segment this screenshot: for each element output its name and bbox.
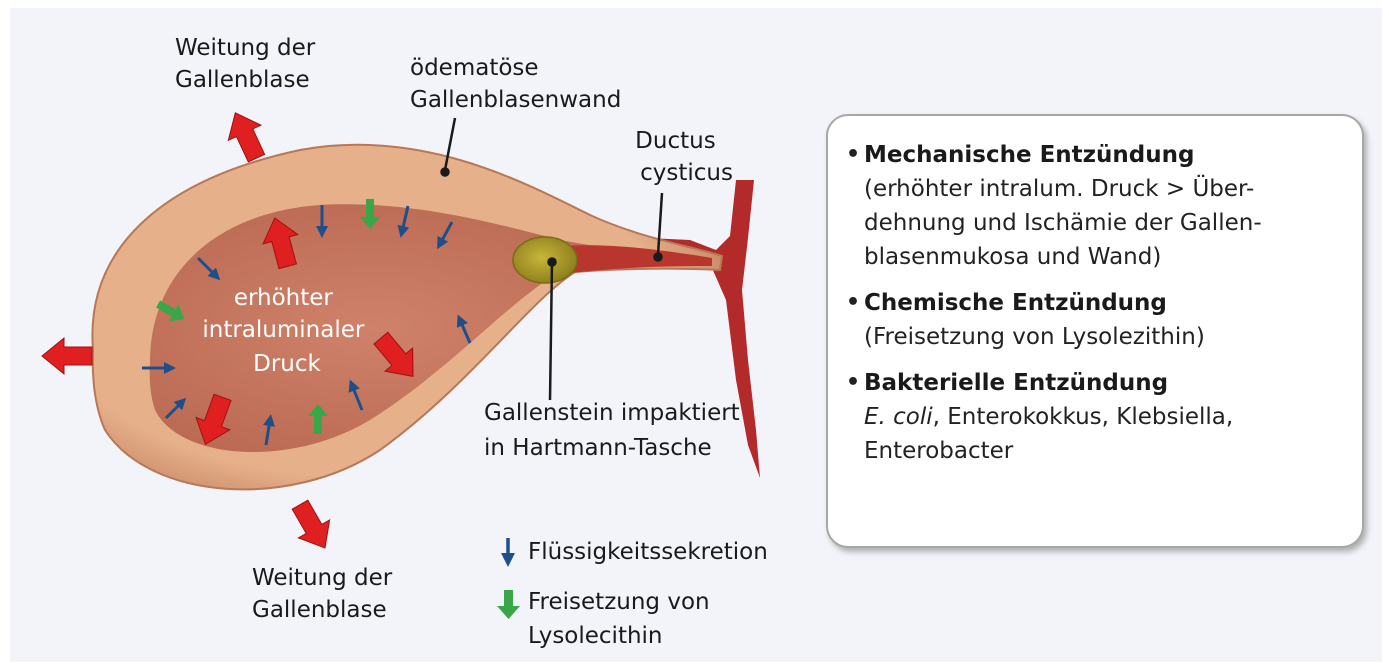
legend-lyso-label: Freisetzung von Lysolecithin <box>528 589 717 649</box>
legend-lyso-line2: Lysolecithin <box>528 623 663 649</box>
pressure-line1: erhöhter <box>234 285 334 311</box>
item-text-line: dehnung und Ischämie der Gallen- <box>864 206 1348 240</box>
red-arrow-left <box>42 338 92 374</box>
stone-line1: Gallenstein impaktiert <box>484 400 740 426</box>
item-text-line: (Freisetzung von Lysolezithin) <box>864 320 1348 354</box>
legend-fluid-label: Flüssigkeitssekretion <box>528 539 768 565</box>
pressure-line3: Druck <box>253 351 321 377</box>
wall-line1: ödematöse <box>410 55 539 81</box>
list-item-chemical: • Chemische Entzündung (Freisetzung von … <box>846 286 1348 354</box>
bullet: • <box>846 138 864 274</box>
item-title: Mechanische Entzündung <box>864 138 1348 172</box>
list-item-bacterial: • Bakterielle Entzündung E. coli, Entero… <box>846 366 1348 468</box>
gallstone <box>513 237 577 283</box>
label-ductus: Ductus cysticus <box>635 128 733 186</box>
red-arrow-down <box>284 496 340 557</box>
legend-lyso-line1: Freisetzung von <box>528 589 710 615</box>
label-weitung-bottom: Weitung der Gallenblase <box>252 565 400 623</box>
item-title: Bakterielle Entzündung <box>864 366 1348 400</box>
item-text-line: E. coli, Enterokokkus, Klebsiella, <box>864 400 1348 434</box>
common-duct <box>648 180 760 478</box>
ductus-line2: cysticus <box>640 160 733 186</box>
wall-line2: Gallenblasenwand <box>410 87 621 113</box>
label-wall: ödematöse Gallenblasenwand <box>410 55 621 113</box>
bullet: • <box>846 366 864 468</box>
gallbladder-diagram: Weitung der Gallenblase ödematöse Gallen… <box>0 0 800 666</box>
label-stone: Gallenstein impaktiert in Hartmann-Tasch… <box>484 400 747 461</box>
list-item-mechanical: • Mechanische Entzündung (erhöhter intra… <box>846 138 1348 274</box>
pressure-line2: intraluminaler <box>202 317 365 343</box>
info-box: • Mechanische Entzündung (erhöhter intra… <box>826 114 1364 548</box>
bacteria-list-text: , Enterokokkus, Klebsiella, <box>933 404 1234 430</box>
red-arrow-up <box>219 105 273 166</box>
ductus-line1: Ductus <box>635 128 716 154</box>
stone-line2: in Hartmann-Tasche <box>484 435 712 461</box>
item-text-line: (erhöhter intralum. Druck > Über- <box>864 172 1348 206</box>
legend-green-arrow-icon <box>497 590 520 619</box>
bullet: • <box>846 286 864 354</box>
ecoli-text: E. coli <box>864 404 933 430</box>
legend: Flüssigkeitssekretion Freisetzung von Ly… <box>497 538 768 649</box>
item-text-line: Enterobacter <box>864 434 1348 468</box>
weitung-bottom-line2: Gallenblase <box>252 597 387 623</box>
item-title: Chemische Entzündung <box>864 286 1348 320</box>
label-weitung-top: Weitung der Gallenblase <box>175 35 323 93</box>
weitung-bottom-line1: Weitung der <box>252 565 393 591</box>
weitung-top-line1: Weitung der <box>175 35 316 61</box>
item-text-line: blasenmukosa und Wand) <box>864 240 1348 274</box>
weitung-top-line2: Gallenblase <box>175 67 310 93</box>
